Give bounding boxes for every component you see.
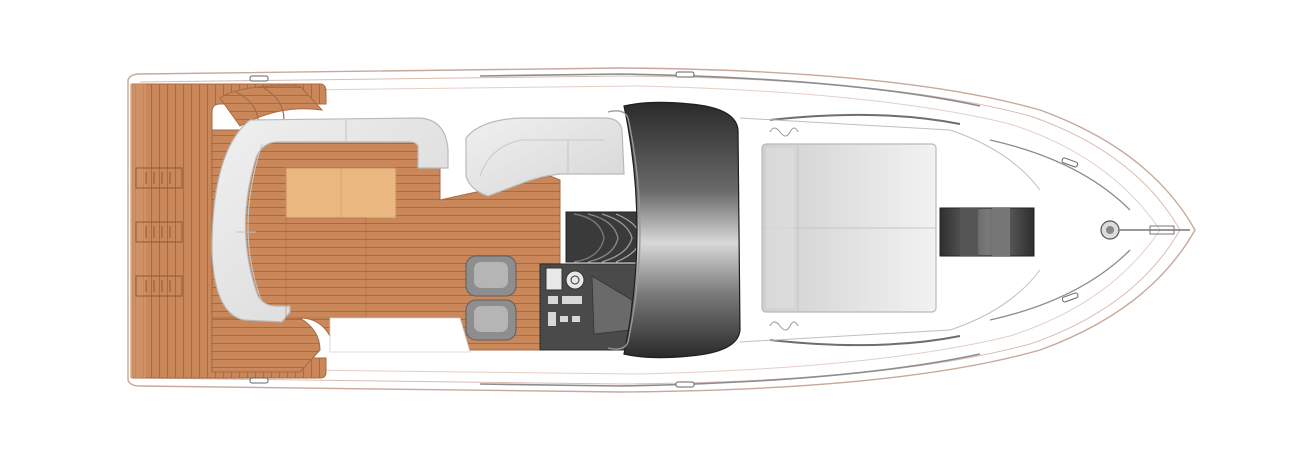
cleat-icon	[1061, 157, 1079, 168]
foredeck-sunpad	[761, 143, 937, 313]
swim-platform-hatch-3	[135, 275, 183, 297]
helm-seat-port	[465, 255, 517, 297]
bow-rail-port	[989, 139, 1131, 211]
companionway-stairs	[565, 211, 643, 263]
logo-swirl-starboard	[769, 321, 799, 331]
aft-steps	[219, 85, 324, 127]
cleat-icon	[675, 381, 695, 388]
swim-platform-hatch-2	[135, 221, 183, 243]
coachroof-line-port	[739, 117, 1041, 191]
table-leaf	[285, 217, 367, 319]
swim-platform-edge	[130, 84, 146, 378]
windscreen-frame	[607, 110, 641, 350]
starboard-sofa	[465, 117, 625, 197]
cleat-icon	[675, 71, 695, 78]
foredeck-rail-port	[769, 113, 961, 125]
aft-sofa	[211, 117, 449, 323]
helm-console	[539, 263, 653, 351]
cleat-icon	[249, 377, 269, 384]
radar-arch	[623, 101, 741, 359]
cockpit-step-teak	[211, 317, 321, 373]
helm-seat-starboard	[465, 299, 517, 341]
bow-rail-starboard	[989, 249, 1131, 321]
starboard-walkway	[329, 317, 471, 353]
anchor-windlass-icon	[1100, 220, 1190, 240]
foredeck-rail-starboard	[769, 335, 961, 347]
coachroof-line-starboard	[739, 269, 1041, 343]
forward-hatch	[939, 207, 1035, 257]
port-rail	[479, 73, 981, 107]
cleat-icon	[1061, 292, 1079, 303]
logo-swirl-port	[769, 127, 799, 137]
starboard-rail	[479, 353, 981, 387]
throttle-icon	[548, 312, 580, 326]
cleat-icon	[249, 75, 269, 82]
swim-platform-hatch-1	[135, 167, 183, 189]
steering-wheel-icon	[565, 270, 585, 290]
